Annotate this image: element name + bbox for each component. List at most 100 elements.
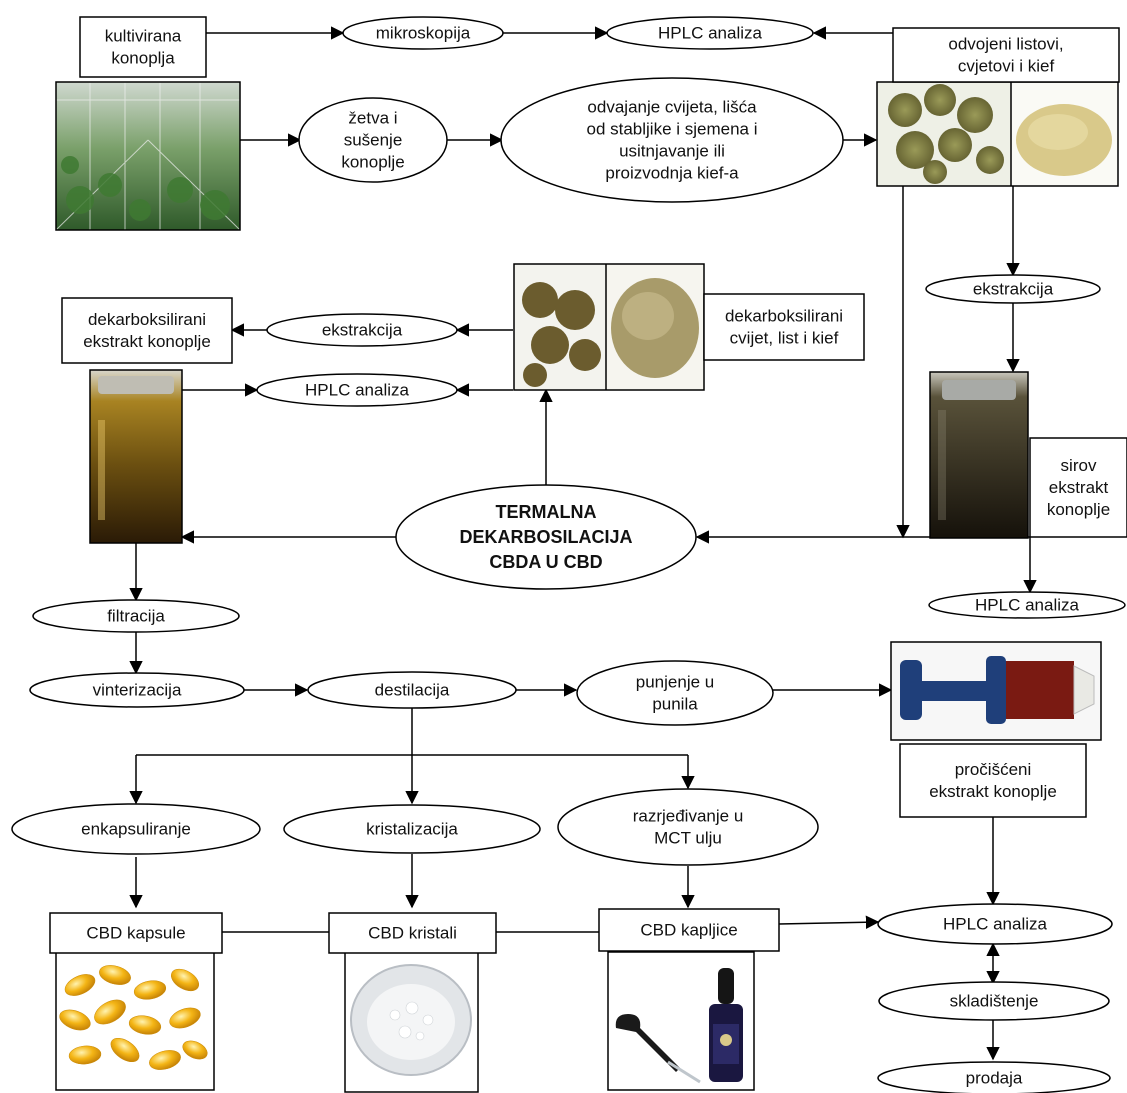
microscopy-node-shape xyxy=(342,16,504,50)
amber-extract-jar-photo xyxy=(89,369,183,544)
syringe-photo xyxy=(890,641,1102,741)
storage-node-shape xyxy=(878,981,1110,1021)
hplc-analysis-right-node-shape xyxy=(928,591,1126,619)
microscopy-node: mikroskopija xyxy=(342,16,504,50)
harvest-drying-node-label-line-3: konoplje xyxy=(341,153,404,172)
extraction-middle-node: ekstrakcija xyxy=(266,313,458,347)
separated-material-box-label-line-2: cvjetovi i kief xyxy=(958,57,1055,76)
extraction-middle-node-label-line-1: ekstrakcija xyxy=(322,321,403,340)
cultivated-hemp-box-label-line-1: kultivirana xyxy=(105,27,182,46)
crude-extract-box-label-line-2: ekstrakt xyxy=(1049,478,1109,497)
cbd-drops-box-label-line-1: CBD kapljice xyxy=(640,921,737,940)
separation-node-shape xyxy=(500,77,844,203)
filtration-node-shape xyxy=(32,599,240,633)
extraction-middle-node-shape xyxy=(266,313,458,347)
filling-node-label-line-1: punjenje u xyxy=(636,673,714,692)
distillation-node: destilacija xyxy=(307,671,517,709)
cultivated-hemp-box-shape xyxy=(79,16,207,78)
greenhouse-photo xyxy=(55,81,241,231)
separation-node-label-line-1: odvajanje cvijeta, lišća xyxy=(587,98,757,117)
sale-node: prodaja xyxy=(877,1061,1111,1093)
winterization-node-label-line-1: vinterizacija xyxy=(93,681,182,700)
separation-node-label-line-3: usitnjavanje ili xyxy=(619,142,725,161)
hplc-analysis-middle-node-shape xyxy=(256,373,458,407)
hplc-analysis-right-node-label-line-1: HPLC analiza xyxy=(975,596,1079,615)
thermal-decarboxylation-node-label-line-2: DEKARBOSILACIJA xyxy=(459,527,632,547)
crude-extract-box-shape xyxy=(1029,437,1127,538)
hplc-analysis-bottom-node: HPLC analiza xyxy=(877,903,1113,945)
microscopy-node-label-line-1: mikroskopija xyxy=(376,24,471,43)
extraction-right-node-label-line-1: ekstrakcija xyxy=(973,280,1054,299)
filling-node-label-line-2: punila xyxy=(652,695,698,714)
sale-node-shape xyxy=(877,1061,1111,1093)
mct-dilution-node-label-line-2: MCT ulju xyxy=(654,829,722,848)
edge-kapljice-hplc xyxy=(778,915,880,929)
winterization-node: vinterizacija xyxy=(29,672,245,708)
separated-material-box-label-line-1: odvojeni listovi, xyxy=(948,35,1063,54)
crystallization-node: kristalizacija xyxy=(283,804,541,854)
separated-material-box-shape xyxy=(892,27,1120,83)
decarboxylated-buds-photos xyxy=(513,263,705,391)
decarb-material-box-shape xyxy=(703,293,865,361)
dried-buds-and-kief-photos xyxy=(876,81,1119,187)
filling-node-shape xyxy=(576,660,774,726)
dark-extract-jar-photo xyxy=(929,371,1029,539)
dropper-bottle-photo xyxy=(607,951,755,1091)
crystallization-node-label-line-1: kristalizacija xyxy=(366,820,458,839)
filtration-node: filtracija xyxy=(32,599,240,633)
sale-node-label-line-1: prodaja xyxy=(966,1069,1023,1088)
thermal-decarboxylation-node: TERMALNA DEKARBOSILACIJA CBDA U CBD xyxy=(395,484,697,590)
cbd-capsules-box: CBD kapsule xyxy=(49,912,223,954)
crystals-dish-photo xyxy=(344,951,479,1093)
filling-node: punjenje u punila xyxy=(576,660,774,726)
harvest-drying-node-label-line-2: sušenje xyxy=(344,131,403,150)
crude-extract-box-label-line-1: sirov xyxy=(1061,456,1097,475)
decarb-extract-box-shape xyxy=(61,297,233,364)
harvest-drying-node-shape xyxy=(298,97,448,183)
extraction-right-node-shape xyxy=(925,274,1101,304)
cbd-drops-box: CBD kapljice xyxy=(598,908,780,952)
mct-dilution-node: razrjeđivanje u MCT ulju xyxy=(557,788,819,866)
encapsulation-node: enkapsuliranje xyxy=(11,803,261,855)
separated-material-box: odvojeni listovi, cvjetovi i kief xyxy=(892,27,1120,83)
filtration-node-label-line-1: filtracija xyxy=(107,607,165,626)
cbd-capsules-box-shape xyxy=(49,912,223,954)
hplc-analysis-top-node: HPLC analiza xyxy=(606,16,814,50)
cbd-drops-box-shape xyxy=(598,908,780,952)
hplc-analysis-bottom-node-label-line-1: HPLC analiza xyxy=(943,915,1047,934)
thermal-decarboxylation-node-shape xyxy=(395,484,697,590)
cbd-crystals-box-label-line-1: CBD kristali xyxy=(368,924,457,943)
hplc-analysis-middle-node: HPLC analiza xyxy=(256,373,458,407)
decarb-material-box-label-line-2: cvijet, list i kief xyxy=(730,329,839,348)
hplc-analysis-top-node-label-line-1: HPLC analiza xyxy=(658,24,762,43)
crystallization-node-shape xyxy=(283,804,541,854)
cbd-capsules-box-label-line-1: CBD kapsule xyxy=(86,924,185,943)
storage-node-label-line-1: skladištenje xyxy=(950,992,1039,1011)
separation-node-label-line-4: proizvodnja kief-a xyxy=(605,164,739,183)
thermal-decarboxylation-node-label-line-1: TERMALNA xyxy=(496,502,597,522)
purified-extract-box: pročišćeni ekstrakt konoplje xyxy=(899,743,1087,818)
encapsulation-node-label-line-1: enkapsuliranje xyxy=(81,820,191,839)
decarb-material-box-label-line-1: dekarboksilirani xyxy=(725,307,843,326)
distillation-node-label-line-1: destilacija xyxy=(375,681,450,700)
purified-extract-box-label-line-1: pročišćeni xyxy=(955,760,1032,779)
distillation-node-shape xyxy=(307,671,517,709)
mct-dilution-node-shape xyxy=(557,788,819,866)
hplc-analysis-middle-node-label-line-1: HPLC analiza xyxy=(305,381,409,400)
winterization-node-shape xyxy=(29,672,245,708)
hplc-analysis-bottom-node-shape xyxy=(877,903,1113,945)
softgel-capsules-photo xyxy=(55,951,215,1091)
edges xyxy=(129,26,1037,1061)
purified-extract-box-label-line-2: ekstrakt konoplje xyxy=(929,782,1057,801)
mct-dilution-node-label-line-1: razrjeđivanje u xyxy=(633,807,744,826)
cbd-crystals-box: CBD kristali xyxy=(328,912,497,954)
thermal-decarboxylation-node-label-line-3: CBDA U CBD xyxy=(489,552,602,572)
